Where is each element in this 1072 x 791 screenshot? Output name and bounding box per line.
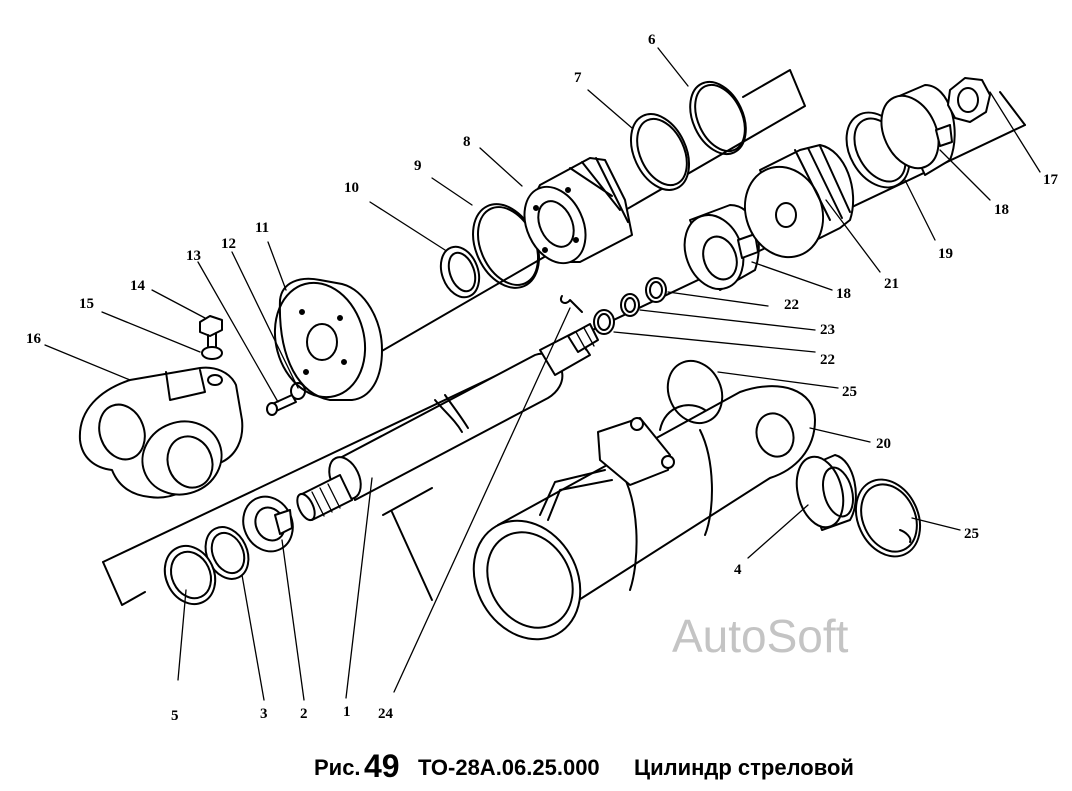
callout-22-upper: 22 — [784, 297, 799, 313]
ring-3-part — [204, 526, 250, 580]
callout-numbers: 1 2 3 4 5 6 7 8 9 10 11 12 13 14 15 16 1… — [26, 32, 1059, 724]
callout-3: 3 — [260, 706, 268, 722]
figure-caption: Рис. 49 ТО-28А.06.25.000 Цилиндр стрелов… — [314, 748, 854, 784]
ring-10-part — [439, 245, 481, 299]
gland-8-part — [523, 157, 633, 265]
callout-8: 8 — [463, 134, 471, 150]
callout-15: 15 — [79, 296, 94, 312]
callout-20: 20 — [876, 436, 891, 452]
split-bushing-18-upper — [880, 84, 956, 176]
callout-4: 4 — [734, 562, 742, 578]
callout-24: 24 — [378, 706, 394, 722]
castle-nut-17-part — [947, 77, 991, 123]
callout-25-lower: 25 — [964, 526, 979, 542]
callout-9: 9 — [414, 158, 422, 174]
cotter-pin-part — [560, 295, 583, 313]
split-bushing-2-part — [242, 495, 294, 553]
callout-25-upper: 25 — [842, 384, 857, 400]
callout-23: 23 — [820, 322, 835, 338]
cylinder-body-20-part — [472, 385, 816, 641]
ring-25-lower — [854, 478, 922, 558]
clevis-fork-part — [78, 366, 244, 499]
callout-7: 7 — [574, 70, 582, 86]
callout-1: 1 — [343, 704, 351, 720]
callout-2: 2 — [300, 706, 308, 722]
callout-18-upper: 18 — [994, 202, 1009, 218]
small-rings-22-23 — [593, 277, 667, 335]
bushing-4-part — [795, 454, 857, 531]
piston-21-part — [743, 144, 855, 259]
callout-12: 12 — [221, 236, 236, 252]
bolt-14-washer-15 — [199, 315, 223, 360]
watermark-text: AutoSoft — [672, 610, 849, 662]
callout-14: 14 — [130, 278, 146, 294]
callout-22-lower: 22 — [820, 352, 835, 368]
callout-17: 17 — [1043, 172, 1059, 188]
leader-lines — [44, 47, 1041, 701]
callout-13: 13 — [186, 248, 201, 264]
callout-21: 21 — [884, 276, 899, 292]
ring-25-upper — [666, 359, 724, 425]
ring-6-part — [689, 80, 747, 156]
retaining-ring-5-part — [163, 544, 217, 606]
caption-title: Цилиндр стреловой — [634, 755, 854, 780]
split-bushing-18-lower — [683, 204, 760, 291]
callout-18-lower: 18 — [836, 286, 851, 302]
callout-16: 16 — [26, 331, 42, 347]
piston-rod-part — [296, 323, 599, 522]
caption-number: 49 — [364, 748, 400, 784]
ring-7-part — [629, 113, 691, 191]
callout-19: 19 — [938, 246, 953, 262]
flange-disc-part — [273, 277, 383, 401]
callout-5: 5 — [171, 708, 179, 724]
callout-11: 11 — [255, 220, 269, 236]
caption-code: ТО-28А.06.25.000 — [418, 755, 600, 780]
callout-10: 10 — [344, 180, 359, 196]
caption-prefix: Рис. — [314, 755, 361, 780]
callout-6: 6 — [648, 32, 656, 48]
